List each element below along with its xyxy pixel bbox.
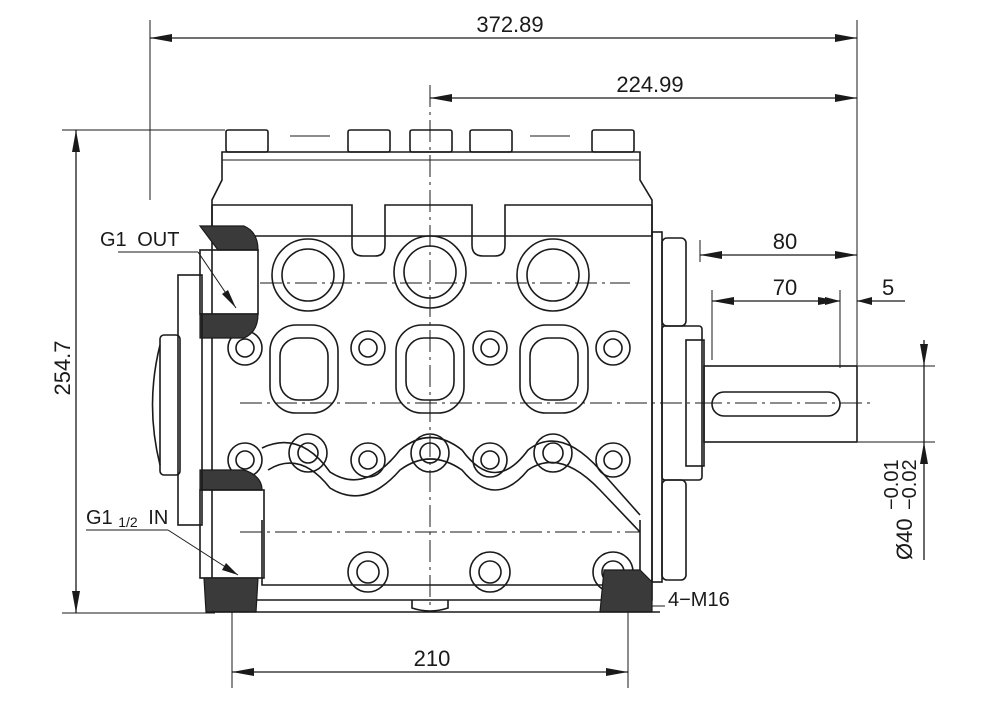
left-end-cover [151, 274, 203, 526]
inlet-callout: G1 1/2 IN [86, 507, 239, 576]
outlet-callout: G1 OUT [100, 229, 237, 309]
dimension-height: 254.7 [50, 130, 80, 613]
shaft-to-end-label: 224.99 [616, 72, 683, 97]
inlet-port [199, 469, 265, 613]
drive-shaft [703, 365, 858, 443]
dimension-shaft-to-end: 224.99 [430, 72, 857, 102]
valve-plugs-top [271, 235, 590, 312]
extension-lines [62, 20, 935, 688]
height-label: 254.7 [50, 340, 75, 395]
inlet-suffix: IN [148, 507, 168, 529]
shaft-diameter-label: Ø40 [892, 518, 917, 560]
outlet-suffix: OUT [137, 229, 179, 251]
key-offset-label: 5 [882, 275, 894, 300]
inlet-fraction: 1/2 [118, 514, 138, 530]
inlet-label: G1 1/2 IN [86, 507, 168, 532]
outlet-label: G1 OUT [100, 229, 179, 251]
base-rail [212, 600, 660, 613]
shaft-tolerance-upper: −0.01 [881, 459, 903, 510]
base-spacing-label: 210 [414, 646, 451, 671]
overall-width-label: 372.89 [476, 12, 543, 37]
bolt-holes [227, 330, 634, 593]
valve-chambers [269, 324, 589, 414]
key-length-label: 70 [773, 275, 797, 300]
dimension-key-length: 70 [712, 275, 840, 305]
mounting-holes-label: 4−M16 [668, 589, 730, 611]
drive-end [599, 231, 705, 613]
shaft-tolerance-lower: −0.02 [899, 459, 921, 510]
dimension-base-spacing: 210 [232, 646, 628, 676]
dimension-shaft-length: 80 [700, 229, 857, 259]
dimension-overall-width: 372.89 [150, 12, 857, 42]
shaft-length-label: 80 [773, 229, 797, 254]
centerlines [240, 85, 870, 610]
outlet-prefix: G1 [100, 229, 127, 251]
outlet-port [198, 225, 259, 339]
dimension-key-offset: 5 [825, 275, 905, 305]
dimension-shaft-diameter: Ø40 −0.01 −0.02 [881, 340, 928, 560]
pump-body [151, 129, 858, 613]
inlet-prefix: G1 [86, 507, 113, 529]
